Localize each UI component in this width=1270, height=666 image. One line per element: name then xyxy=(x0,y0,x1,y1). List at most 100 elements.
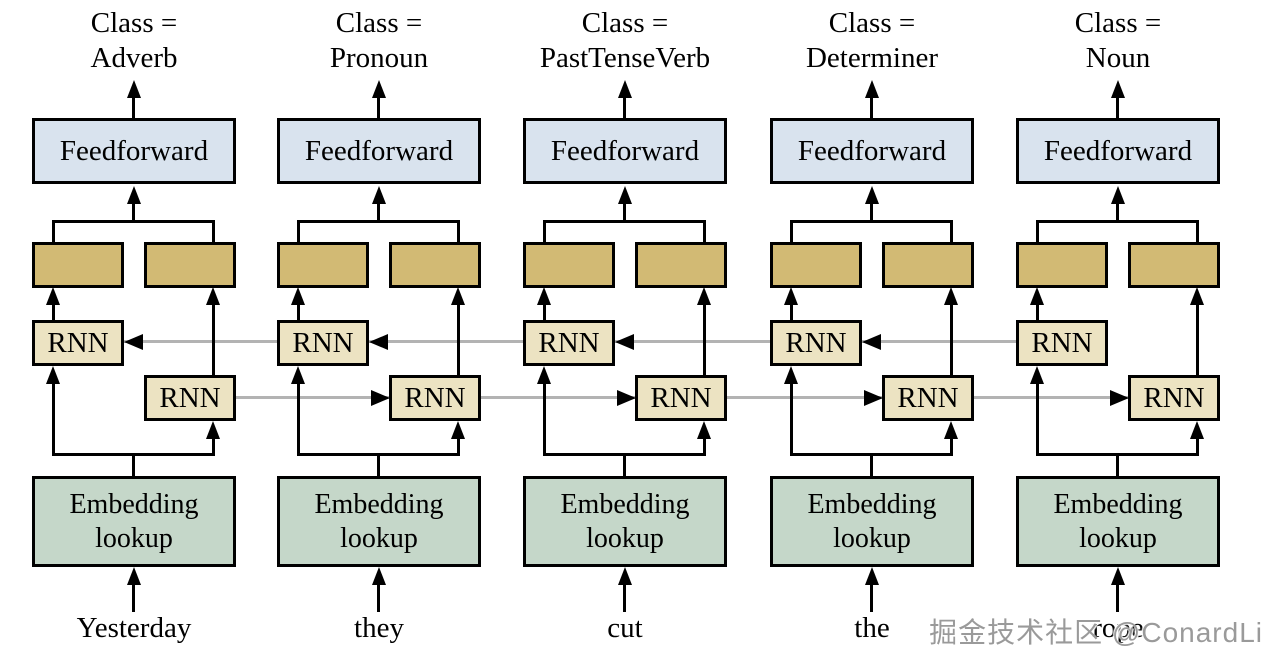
arrow-line xyxy=(623,583,626,612)
bracket-stub xyxy=(457,220,460,242)
embedding-lookup-box: Embedding lookup xyxy=(1016,476,1220,567)
backward-rnn-box: RNN xyxy=(32,320,124,366)
arrowhead-up-icon xyxy=(46,287,60,305)
arrow-line xyxy=(1036,382,1039,453)
arrowhead-up-icon xyxy=(127,80,141,98)
class-label-prefix: Class = xyxy=(581,7,669,39)
token-column-5: Class = Noun Feedforward RNN RNN Embeddi… xyxy=(1016,0,1220,666)
backward-rnn-box: RNN xyxy=(523,320,615,366)
bracket-stub xyxy=(132,453,135,476)
backward-rnn-box: RNN xyxy=(1016,320,1108,366)
arrowhead-right-icon xyxy=(617,390,636,406)
forward-rnn-box: RNN xyxy=(144,375,236,421)
arrow-line xyxy=(623,202,626,220)
arrow-line xyxy=(297,303,300,320)
embedding-lookup-box: Embedding lookup xyxy=(770,476,974,567)
arrowhead-up-icon xyxy=(127,186,141,204)
arrowhead-up-icon xyxy=(1030,366,1044,384)
class-label: Class = PastTenseVerb xyxy=(487,6,763,76)
feedforward-label: Feedforward xyxy=(59,134,209,167)
concat-bracket xyxy=(1036,220,1199,223)
backward-hidden-state-box xyxy=(277,242,369,288)
rnn-label: RNN xyxy=(47,326,109,359)
arrowhead-left-icon xyxy=(862,334,881,350)
arrow-line xyxy=(132,202,135,220)
forward-hidden-state-box xyxy=(389,242,481,288)
feedforward-label: Feedforward xyxy=(797,134,947,167)
bracket-stub xyxy=(297,220,300,242)
forward-recurrent-link xyxy=(727,396,882,399)
embedding-label: Embedding lookup xyxy=(1053,489,1183,554)
arrow-line xyxy=(623,96,626,120)
arrowhead-up-icon xyxy=(537,287,551,305)
rnn-label: RNN xyxy=(404,381,466,414)
arrow-line xyxy=(297,382,300,453)
arrowhead-up-icon xyxy=(1030,287,1044,305)
bracket-stub xyxy=(1116,453,1119,476)
embedding-label: Embedding lookup xyxy=(69,489,199,554)
forward-recurrent-link xyxy=(974,396,1128,399)
rnn-label: RNN xyxy=(1031,326,1093,359)
input-word: cut xyxy=(607,612,643,644)
arrowhead-up-icon xyxy=(944,421,958,439)
arrowhead-right-icon xyxy=(371,390,390,406)
arrow-line xyxy=(212,303,215,375)
rnn-label: RNN xyxy=(292,326,354,359)
arrowhead-up-icon xyxy=(291,287,305,305)
bracket-stub xyxy=(1196,220,1199,242)
backward-recurrent-link xyxy=(862,340,1016,343)
arrowhead-left-icon xyxy=(615,334,634,350)
watermark: 掘金技术社区 @ConardLi xyxy=(929,617,1263,648)
embedding-lookup-box: Embedding lookup xyxy=(32,476,236,567)
arrow-line xyxy=(1116,583,1119,612)
bracket-stub xyxy=(1036,220,1039,242)
arrowhead-up-icon xyxy=(618,80,632,98)
embedding-label: Embedding lookup xyxy=(314,489,444,554)
arrow-line xyxy=(870,202,873,220)
embedding-lookup-box: Embedding lookup xyxy=(277,476,481,567)
class-label-name: Noun xyxy=(1085,42,1151,74)
arrow-line xyxy=(543,303,546,320)
arrow-line xyxy=(377,202,380,220)
arrowhead-left-icon xyxy=(124,334,143,350)
feedforward-box: Feedforward xyxy=(32,118,236,184)
class-label: Class = Noun xyxy=(980,6,1256,76)
arrowhead-up-icon xyxy=(46,366,60,384)
arrowhead-up-icon xyxy=(865,80,879,98)
arrow-line xyxy=(790,382,793,453)
arrowhead-up-icon xyxy=(1190,287,1204,305)
concat-bracket xyxy=(543,220,706,223)
arrow-line xyxy=(132,583,135,612)
class-label-name: PastTenseVerb xyxy=(539,42,711,74)
class-label: Class = Determiner xyxy=(734,6,1010,76)
forward-rnn-box: RNN xyxy=(635,375,727,421)
arrowhead-up-icon xyxy=(372,567,386,585)
feedforward-label: Feedforward xyxy=(304,134,454,167)
arrow-line xyxy=(1116,96,1119,120)
forward-hidden-state-box xyxy=(882,242,974,288)
input-word: they xyxy=(354,612,404,644)
arrowhead-up-icon xyxy=(1190,421,1204,439)
input-word: the xyxy=(854,612,890,644)
arrowhead-up-icon xyxy=(784,366,798,384)
arrowhead-up-icon xyxy=(618,186,632,204)
arrow-line xyxy=(212,437,215,453)
class-label: Class = Adverb xyxy=(0,6,272,76)
arrowhead-up-icon xyxy=(944,287,958,305)
arrow-line xyxy=(703,303,706,375)
arrow-line xyxy=(1036,303,1039,320)
class-label-prefix: Class = xyxy=(828,7,916,39)
arrow-line xyxy=(703,437,706,453)
rnn-label: RNN xyxy=(650,381,712,414)
bracket-stub xyxy=(52,220,55,242)
forward-rnn-box: RNN xyxy=(389,375,481,421)
backward-rnn-box: RNN xyxy=(277,320,369,366)
embedding-label: Embedding lookup xyxy=(807,489,937,554)
arrowhead-up-icon xyxy=(1111,567,1125,585)
arrow-line xyxy=(870,583,873,612)
feedforward-box: Feedforward xyxy=(277,118,481,184)
feedforward-label: Feedforward xyxy=(1043,134,1193,167)
token-column-3: Class = PastTenseVerb Feedforward RNN RN… xyxy=(523,0,727,666)
embedding-lookup-box: Embedding lookup xyxy=(523,476,727,567)
class-label-prefix: Class = xyxy=(335,7,423,39)
